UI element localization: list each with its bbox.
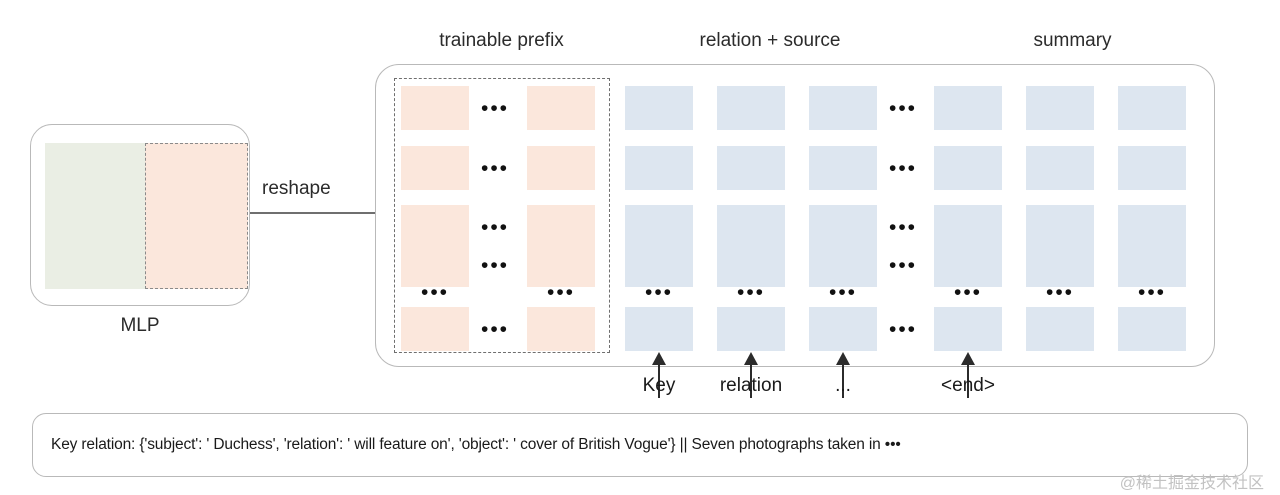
token-cell bbox=[1118, 146, 1186, 190]
token-cell bbox=[809, 205, 877, 249]
token-row-ellipsis-icon: ••• bbox=[828, 281, 858, 304]
token-cell bbox=[934, 243, 1002, 287]
prefix-col-ellipsis-icon: ••• bbox=[480, 97, 510, 120]
token-arrow-stem bbox=[967, 364, 969, 398]
section-label-relation-source: relation + source bbox=[699, 30, 841, 51]
mlp-box bbox=[30, 124, 250, 306]
prefix-cell bbox=[527, 146, 595, 190]
mlp-prefix-block bbox=[145, 143, 248, 289]
token-cell bbox=[717, 205, 785, 249]
token-cell bbox=[625, 243, 693, 287]
prefix-cell bbox=[401, 307, 469, 351]
prefix-col-ellipsis-icon: ••• bbox=[480, 216, 510, 239]
token-cell bbox=[934, 205, 1002, 249]
token-arrow-head-icon bbox=[744, 352, 758, 365]
section-label-trainable-prefix: trainable prefix bbox=[439, 30, 564, 51]
token-arrow-head-icon bbox=[961, 352, 975, 365]
reshape-arrow-line bbox=[250, 212, 385, 214]
prefix-cell bbox=[527, 86, 595, 130]
token-cell bbox=[809, 307, 877, 351]
prefix-cell bbox=[527, 243, 595, 287]
token-cell bbox=[1026, 86, 1094, 130]
token-cell bbox=[934, 307, 1002, 351]
prefix-row-ellipsis-icon: ••• bbox=[546, 281, 576, 304]
token-cell bbox=[717, 146, 785, 190]
token-label-3: <end> bbox=[941, 375, 995, 396]
token-col-ellipsis-icon: ••• bbox=[888, 157, 918, 180]
token-cell bbox=[1118, 243, 1186, 287]
token-cell bbox=[625, 146, 693, 190]
token-cell bbox=[809, 146, 877, 190]
prefix-cell bbox=[527, 205, 595, 249]
input-text-panel: Key relation: {'subject': ' Duchess', 'r… bbox=[32, 413, 1248, 477]
token-col-ellipsis-icon: ••• bbox=[888, 254, 918, 277]
token-cell bbox=[717, 243, 785, 287]
token-cell bbox=[717, 307, 785, 351]
prefix-col-ellipsis-icon: ••• bbox=[480, 318, 510, 341]
prefix-cell bbox=[527, 307, 595, 351]
prefix-row-ellipsis-icon: ••• bbox=[420, 281, 450, 304]
mlp-caption: MLP bbox=[120, 315, 160, 336]
prefix-cell bbox=[401, 243, 469, 287]
token-col-ellipsis-icon: ••• bbox=[888, 318, 918, 341]
token-arrow-stem bbox=[842, 364, 844, 398]
token-row-ellipsis-icon: ••• bbox=[736, 281, 766, 304]
token-label-2: ... bbox=[835, 375, 851, 396]
token-cell bbox=[625, 307, 693, 351]
token-row-ellipsis-icon: ••• bbox=[644, 281, 674, 304]
token-cell bbox=[625, 86, 693, 130]
reshape-label: reshape bbox=[262, 178, 331, 199]
prefix-cell bbox=[401, 146, 469, 190]
token-cell bbox=[625, 205, 693, 249]
token-col-ellipsis-icon: ••• bbox=[888, 216, 918, 239]
token-cell bbox=[1026, 243, 1094, 287]
token-cell bbox=[809, 243, 877, 287]
token-arrow-stem bbox=[658, 364, 660, 398]
token-cell bbox=[1118, 86, 1186, 130]
token-arrow-head-icon bbox=[836, 352, 850, 365]
token-cell bbox=[809, 86, 877, 130]
token-row-ellipsis-icon: ••• bbox=[953, 281, 983, 304]
token-label-1: relation bbox=[719, 375, 783, 396]
prefix-cell bbox=[401, 205, 469, 249]
token-arrow-stem bbox=[750, 364, 752, 398]
token-label-0: Key bbox=[642, 375, 676, 396]
token-cell bbox=[934, 146, 1002, 190]
token-col-ellipsis-icon: ••• bbox=[888, 97, 918, 120]
token-cell bbox=[717, 86, 785, 130]
mlp-hidden-block bbox=[45, 143, 145, 289]
token-cell bbox=[1026, 307, 1094, 351]
prefix-cell bbox=[401, 86, 469, 130]
token-cell bbox=[1026, 146, 1094, 190]
token-cell bbox=[934, 86, 1002, 130]
token-arrow-head-icon bbox=[652, 352, 666, 365]
token-row-ellipsis-icon: ••• bbox=[1137, 281, 1167, 304]
token-row-ellipsis-icon: ••• bbox=[1045, 281, 1075, 304]
token-cell bbox=[1118, 205, 1186, 249]
input-text-content: Key relation: {'subject': ' Duchess', 'r… bbox=[51, 436, 901, 453]
token-cell bbox=[1026, 205, 1094, 249]
watermark: @稀土掘金技术社区 bbox=[1119, 475, 1264, 492]
section-label-summary: summary bbox=[1033, 30, 1112, 51]
prefix-col-ellipsis-icon: ••• bbox=[480, 254, 510, 277]
token-cell bbox=[1118, 307, 1186, 351]
prefix-col-ellipsis-icon: ••• bbox=[480, 157, 510, 180]
trainable-prefix-region bbox=[394, 78, 610, 353]
